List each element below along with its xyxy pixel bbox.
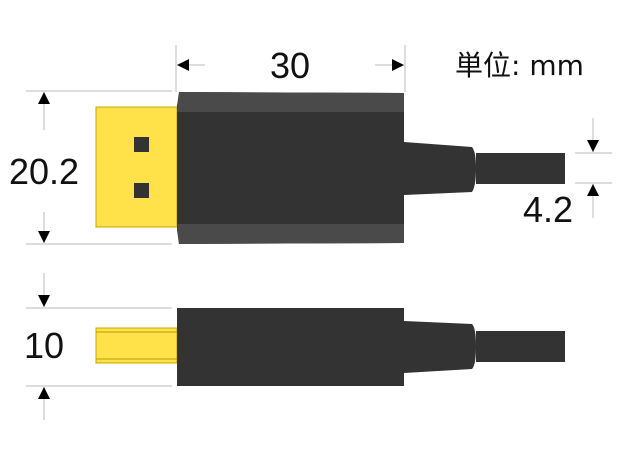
connector-body-side	[177, 308, 404, 386]
strain-relief-side	[404, 321, 476, 373]
unit-label: 単位: mm	[455, 49, 584, 82]
thickness-dimension-label: 10	[24, 325, 64, 366]
latch-hole	[134, 183, 149, 198]
cable-side	[476, 331, 565, 362]
length-dimension-label: 30	[270, 45, 310, 86]
cable	[476, 153, 565, 184]
latch-hole	[134, 137, 149, 152]
cable-dimension-label: 4.2	[523, 189, 573, 230]
body-bottom-band	[177, 224, 404, 244]
body-top-band	[177, 92, 404, 112]
top-view: 30 20.2 4.2	[9, 45, 612, 245]
strain-relief	[404, 142, 476, 195]
gold-plug-side	[95, 327, 178, 364]
connector-body	[177, 92, 404, 244]
gold-plug	[95, 106, 178, 228]
height-dimension-label: 20.2	[9, 151, 79, 192]
side-view: 10	[24, 273, 565, 420]
